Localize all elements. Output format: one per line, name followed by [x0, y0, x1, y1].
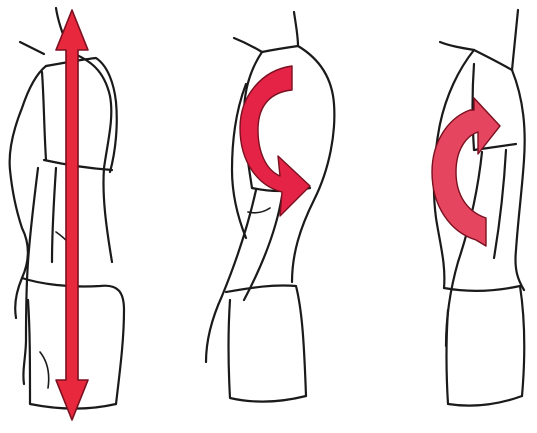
figure-2-rounded-shoulders — [206, 12, 334, 402]
vertical-double-arrow-icon — [56, 10, 88, 420]
counterclockwise-curved-arrow-icon — [432, 98, 500, 246]
clockwise-curved-arrow-icon — [240, 66, 310, 216]
